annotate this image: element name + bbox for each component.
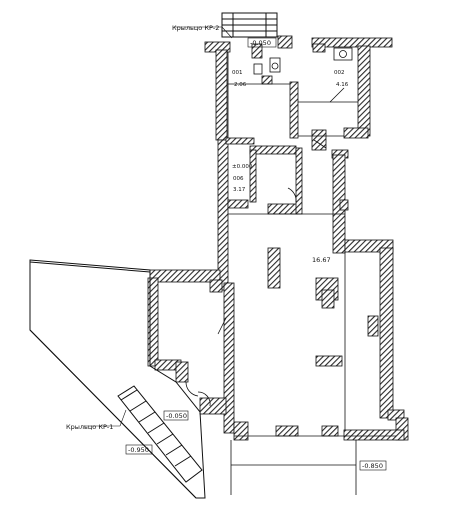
- leader-lines: [84, 26, 233, 427]
- room-006-area: 3.17: [233, 187, 246, 193]
- plan-lines: [185, 52, 396, 495]
- porch-kr1: [29, 259, 206, 499]
- sanitary-fixtures: [253, 47, 353, 75]
- porch-kr1-label: Крыльцо КР-1: [66, 423, 113, 431]
- room-002-number: 002: [334, 70, 345, 76]
- room-002-area: 4.16: [336, 82, 349, 88]
- room-006-level: ±0.000: [232, 164, 253, 170]
- room-001-area: 2.06: [234, 82, 247, 88]
- level-right-label: -0.850: [362, 462, 383, 470]
- level-kr1-label: -0.050: [166, 412, 187, 420]
- walls: [147, 35, 409, 441]
- main-hall-area: 16.67: [312, 256, 331, 264]
- level-top-label: -0.050: [250, 39, 271, 47]
- level-marker-boxes: [125, 37, 387, 471]
- plan-labels: Крыльцо КР-2 -0.050 001 2.06 002 4.16 ±0…: [66, 24, 383, 470]
- room-006-number: 006: [233, 176, 244, 182]
- room-001-number: 001: [232, 70, 243, 76]
- porch-kr2-stairs: [221, 12, 278, 38]
- porch-kr2-label: Крыльцо КР-2: [172, 24, 219, 32]
- level-left-label: -0.950: [128, 446, 149, 454]
